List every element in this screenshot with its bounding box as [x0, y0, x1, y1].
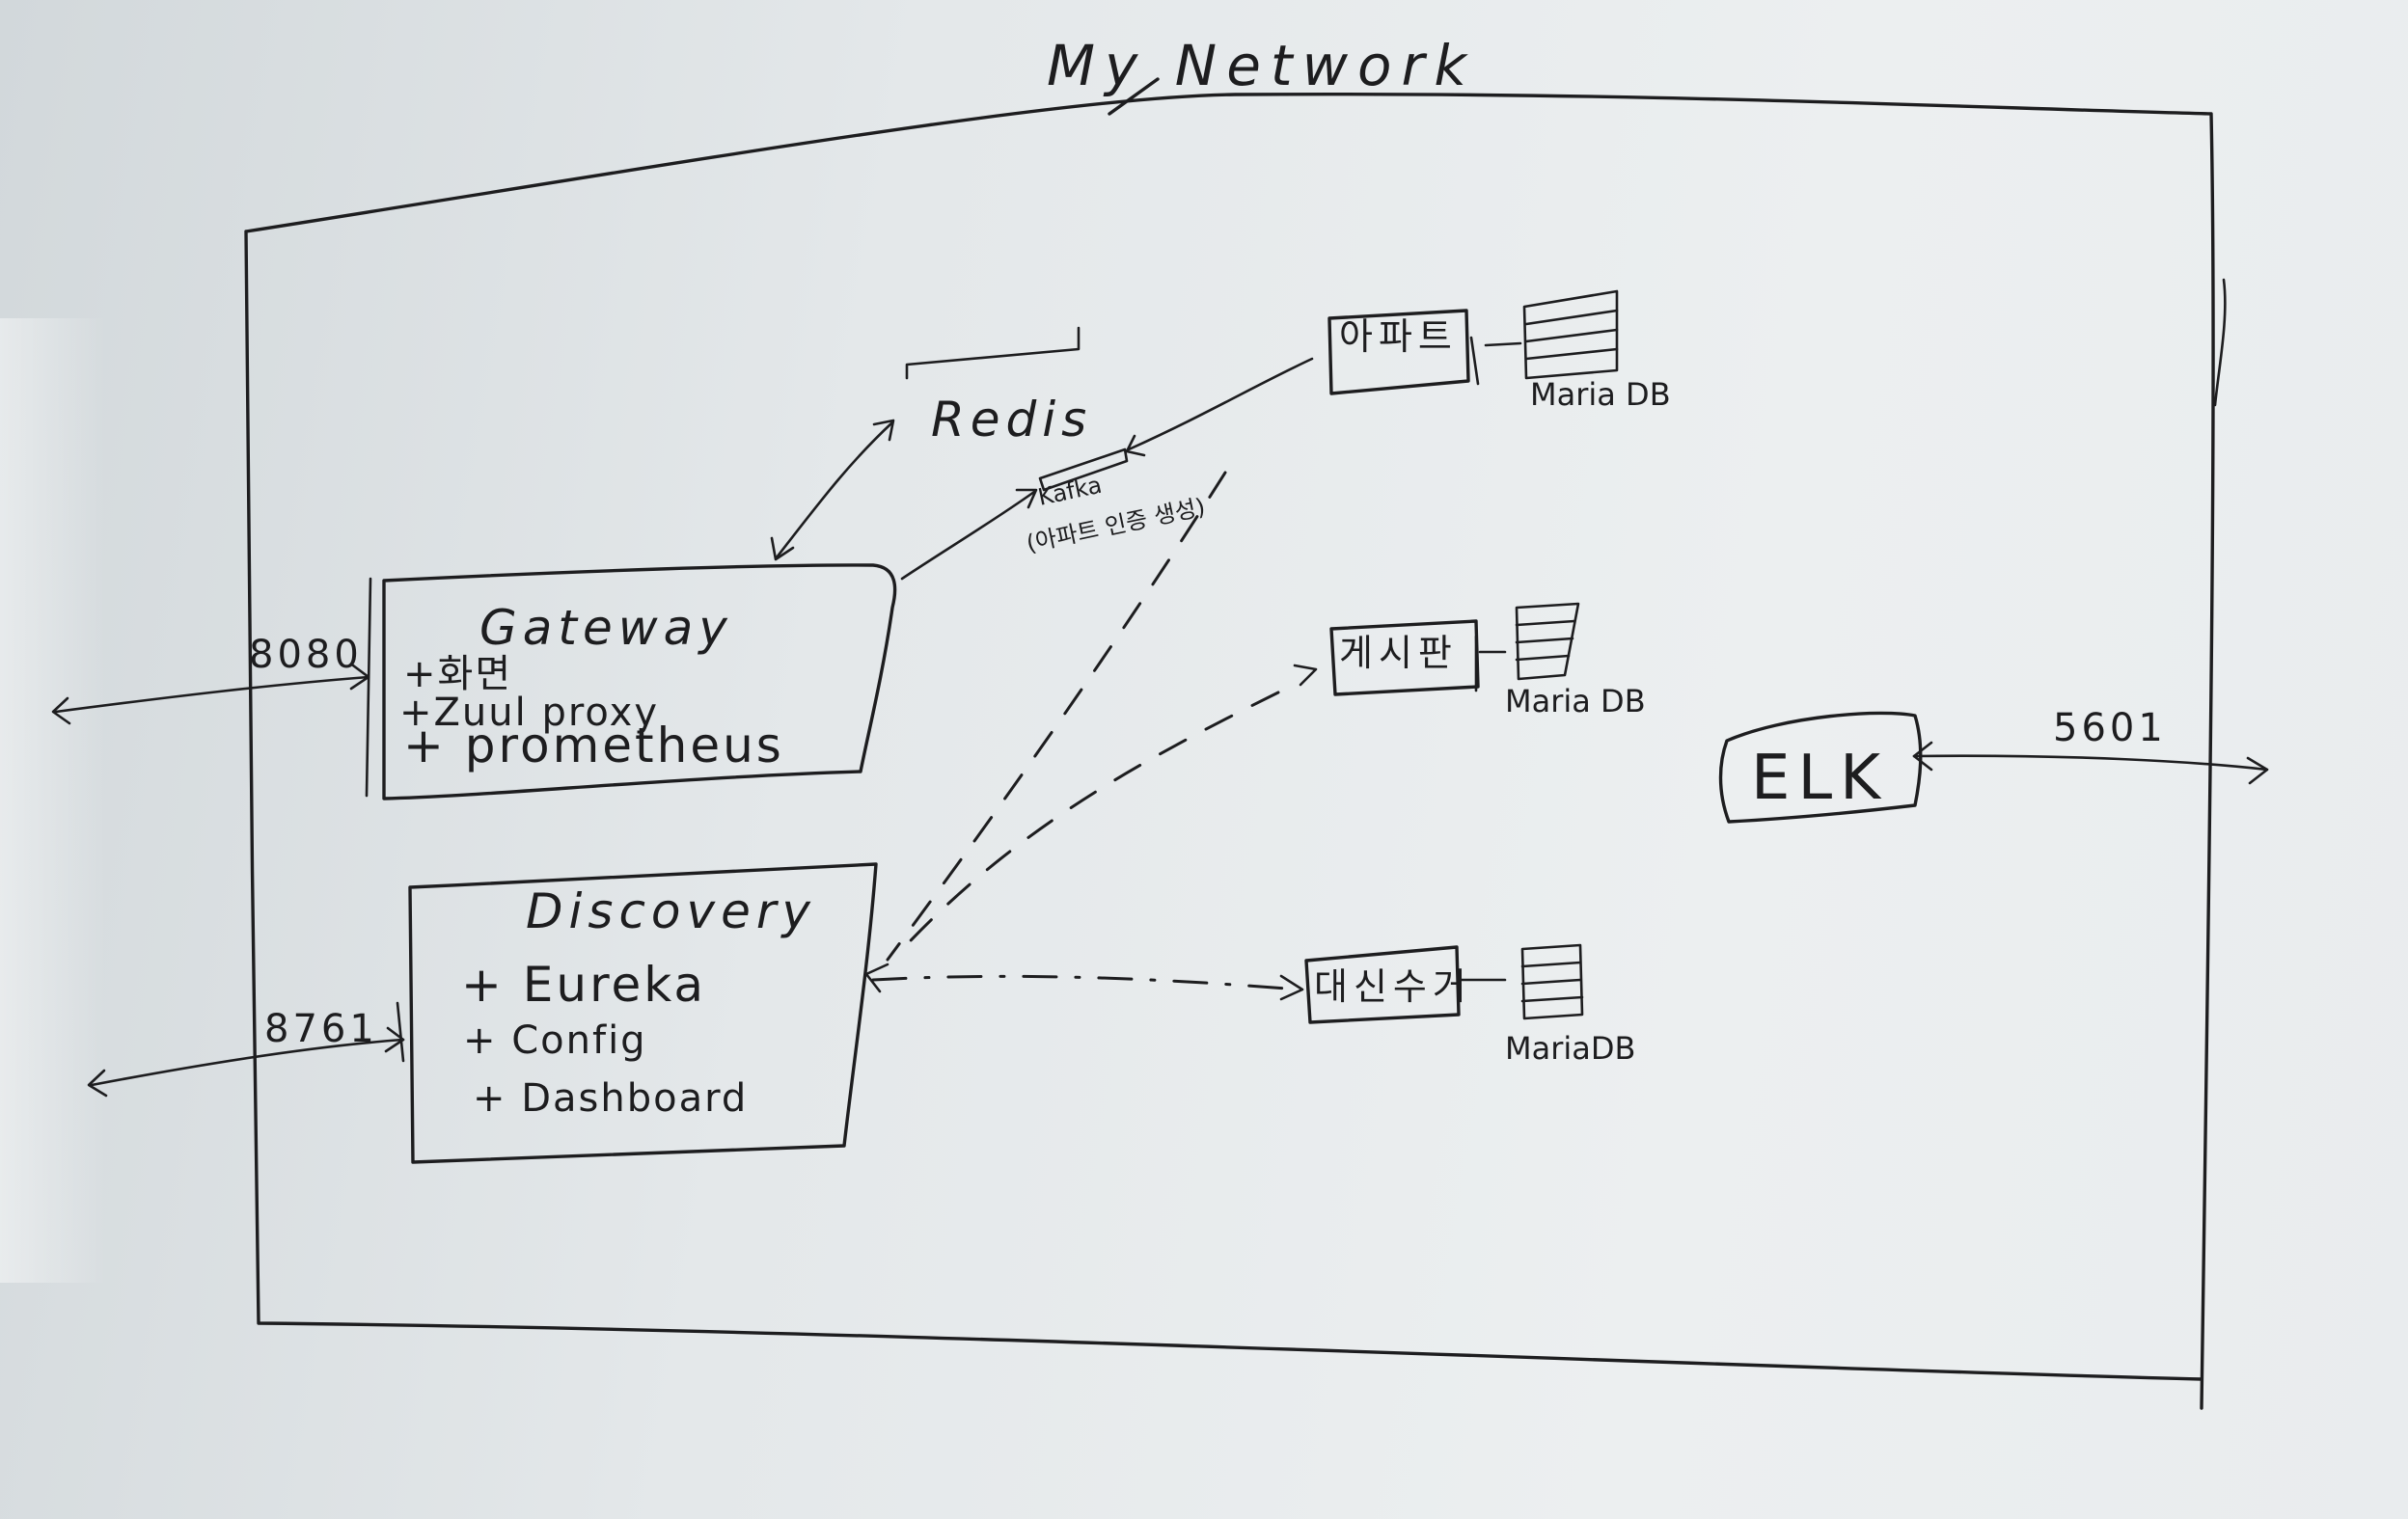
- gateway-item-ui: +화면: [403, 652, 512, 696]
- kafka-arrow-head: [1015, 488, 1038, 509]
- redis-box: [905, 326, 1081, 380]
- service-board-db-icon: [1515, 602, 1580, 681]
- service-apartment-edge: [1469, 336, 1480, 386]
- elk-arrow-head-right: [2246, 756, 2269, 785]
- discovery-item-config: + Config: [463, 1018, 647, 1063]
- discovery-arrow-head-right: [384, 1026, 405, 1053]
- discovery-box: [408, 862, 878, 1164]
- kafka-arrow-head-back: [1125, 434, 1146, 457]
- service-pickup-box: [1304, 945, 1461, 1024]
- pickup-arrow-head: [1279, 974, 1304, 1001]
- service-pickup-label: 대신수거: [1314, 965, 1472, 1008]
- gateway-item-prometheus: + prometheus: [403, 718, 784, 773]
- discovery-item-eureka: + Eureka: [461, 957, 706, 1013]
- gateway-heading: Gateway: [479, 600, 733, 656]
- discovery-arrow-head: [864, 963, 889, 993]
- service-board-box: [1329, 619, 1480, 696]
- boundary-accent: [2213, 278, 2227, 407]
- network-boundary: [244, 92, 2215, 1410]
- service-apartment-box: [1327, 309, 1470, 395]
- service-board-db-label: Maria DB: [1505, 683, 1646, 719]
- elk-box: [1718, 711, 1923, 824]
- gateway-port-label: 8080: [249, 633, 363, 677]
- service-apartment-label: 아파트: [1339, 315, 1458, 358]
- kafka-apartment-link: [1127, 357, 1314, 451]
- discovery-pickup-dashed-link: [871, 974, 1300, 991]
- diagram-title: My Network: [1047, 33, 1476, 98]
- elk-arrow-head-left: [1912, 741, 1933, 772]
- elk-port-label: 5601: [2053, 706, 2167, 750]
- gateway-port-arrow: [54, 675, 370, 714]
- discovery-apartment-dashed-link: [886, 471, 1227, 962]
- service-apartment-db-icon: [1522, 289, 1619, 380]
- service-board-label: 게시판: [1339, 632, 1458, 674]
- gateway-arrow-head-up: [770, 536, 795, 561]
- discovery-heading: Discovery: [526, 883, 816, 939]
- gateway-arrow-head-right: [349, 664, 370, 691]
- service-pickup-db-label: MariaDB: [1505, 1030, 1635, 1067]
- gateway-item-zuul: +Zuul proxy: [399, 691, 659, 735]
- discovery-port-bar: [396, 1001, 405, 1063]
- service-apartment-db-label: Maria DB: [1530, 376, 1671, 413]
- discovery-item-dashboard: + Dashboard: [473, 1076, 748, 1121]
- discovery-port-arrow: [90, 1038, 405, 1087]
- title-stroke: [1108, 77, 1160, 116]
- gateway-arrow-head-left: [51, 696, 71, 725]
- kafka-box: [1038, 448, 1129, 492]
- discovery-board-dashed-link: [895, 691, 1280, 957]
- window-glare: [0, 318, 106, 1283]
- redis-arrow-head: [872, 419, 895, 442]
- board-arrow-head: [1293, 664, 1318, 687]
- gateway-box: [382, 563, 897, 800]
- gateway-port-bar: [365, 577, 372, 798]
- service-apartment-db-link: [1484, 341, 1522, 347]
- redis-label: Redis: [931, 392, 1092, 448]
- elk-label: ELK: [1751, 743, 1888, 814]
- gateway-kafka-link: [900, 490, 1036, 581]
- gateway-redis-link: [775, 420, 894, 559]
- discovery-arrow-head-left: [87, 1069, 108, 1098]
- service-pickup-db-icon: [1520, 943, 1584, 1020]
- elk-port-arrow: [1912, 754, 2269, 772]
